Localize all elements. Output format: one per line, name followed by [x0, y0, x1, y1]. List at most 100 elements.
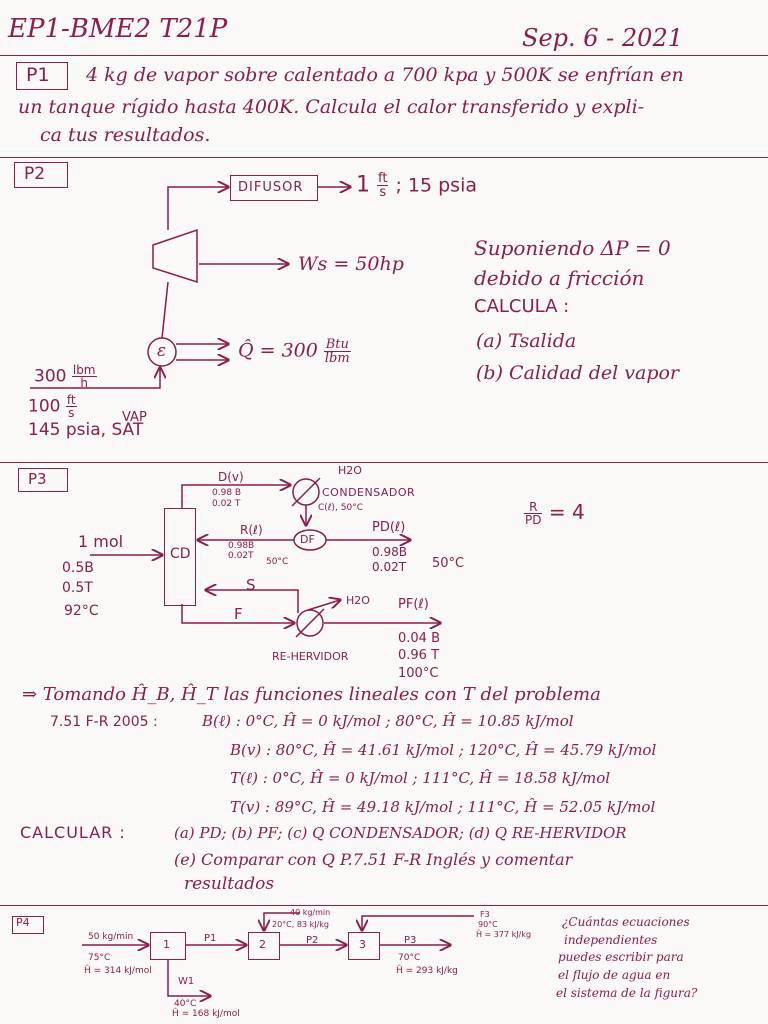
- difusor-label: DIFUSOR: [238, 180, 304, 195]
- turbine-icon: [152, 228, 198, 284]
- assumption-line2: debido a fricción: [474, 266, 645, 290]
- feed2-conditions: 20°C, 83 kJ/kg: [272, 920, 329, 929]
- course-code: EP1-BME2 T21P: [8, 14, 228, 44]
- bottoms-t: 0.96 T: [398, 648, 440, 663]
- item-e-line2: resultados: [184, 874, 275, 894]
- product-distillate-label: PD(ℓ): [372, 520, 406, 535]
- tomando-line: ⇒ Tomando Ĥ_B, Ĥ_T las funciones lineale…: [22, 684, 601, 705]
- calcular-heading: CALCULAR :: [20, 823, 126, 842]
- p4-inlet-temp: 75°C: [88, 953, 111, 963]
- assumption-line1: Suponiendo ΔP = 0: [474, 236, 671, 260]
- p1-label: P1: [26, 64, 50, 86]
- w1-enthalpy: Ĥ = 168 kJ/mol: [172, 1009, 240, 1019]
- heater-icon: [147, 337, 177, 367]
- question-a: (a) Tsalida: [476, 330, 577, 352]
- date: Sep. 6 - 2021: [522, 24, 683, 52]
- toluene-liquid-data: T(ℓ) : 0°C, Ĥ = 0 kJ/mol ; 111°C, Ĥ = 18…: [230, 769, 611, 787]
- p4-question-line3: puedes escribir para: [558, 950, 684, 964]
- unit-1: [150, 932, 186, 960]
- p4-inlet-enthalpy: Ĥ = 314 kJ/mol: [84, 966, 152, 976]
- divider: [0, 905, 768, 906]
- inlet-vap: VAP: [122, 410, 147, 425]
- reboiler-label: RE-HERVIDOR: [272, 650, 349, 663]
- p4-label: P4: [16, 916, 30, 929]
- calcular-items: (a) PD; (b) PF; (c) Q CONDENSADOR; (d) Q…: [174, 824, 627, 842]
- benzene-vapor-data: B(v) : 80°C, Ĥ = 41.61 kJ/mol ; 120°C, Ĥ…: [230, 741, 657, 759]
- product-distillate-t: 0.02T: [372, 560, 407, 574]
- p4-inlet-flow: 50 kg/min: [88, 932, 134, 942]
- reflux-t: 0.02T: [228, 551, 254, 561]
- p4-label-box: [12, 916, 44, 934]
- p3-enthalpy: Ĥ = 293 kJ/kg: [396, 966, 458, 976]
- p4-question-line5: el sistema de la figura?: [556, 986, 698, 1000]
- feed-amount: 1 mol: [78, 532, 124, 551]
- bottoms-temp: 100°C: [398, 666, 439, 681]
- reflux-temp: 50°C: [266, 557, 289, 567]
- unit-3-label: 3: [359, 938, 366, 951]
- heater-symbol: ε: [157, 341, 167, 361]
- unit-2-label: 2: [259, 938, 266, 951]
- distillate-label: D(v): [218, 470, 244, 484]
- p3-temp: 70°C: [398, 953, 421, 963]
- p2-label-box: [14, 162, 68, 188]
- feed-temperature: 92°C: [64, 603, 99, 619]
- p3-label: P3: [28, 470, 47, 488]
- p1-text-line3: ca tus resultados.: [40, 124, 211, 146]
- stream-p3: P3: [404, 935, 417, 946]
- splitter-icon: [293, 529, 327, 551]
- divider: [0, 157, 768, 158]
- item-e-line1: (e) Comparar con Q P.7.51 F-R Inglés y c…: [174, 850, 573, 869]
- shaft-work: Ws = 50hp: [298, 253, 404, 275]
- product-distillate-temp: 50°C: [432, 556, 465, 571]
- distillate-t: 0.02 T: [212, 499, 241, 509]
- bottoms-label: F: [234, 605, 243, 623]
- feed3-temp: 90°C: [478, 920, 498, 929]
- w1-temp: 40°C: [174, 999, 197, 1009]
- p4-question-line4: el flujo de agua en: [558, 968, 671, 982]
- stream-p1: P1: [204, 933, 217, 944]
- product-distillate-b: 0.98B: [372, 545, 407, 559]
- reflux-b: 0.98B: [228, 541, 255, 551]
- p3-label-box: [18, 468, 68, 492]
- condenser-water: H2O: [338, 464, 362, 477]
- feed-benzene: 0.5B: [62, 560, 94, 576]
- bottoms-product-label: PF(ℓ): [398, 597, 429, 612]
- column-cd: [164, 508, 196, 606]
- p2-label: P2: [24, 164, 46, 184]
- splitter-label: DF: [300, 533, 315, 546]
- toluene-vapor-data: T(v) : 89°C, Ĥ = 49.18 kJ/mol ; 111°C, Ĥ…: [230, 798, 656, 816]
- boilup-label: S: [246, 576, 256, 594]
- reboiler-water: H2O: [346, 594, 370, 607]
- reference: 7.51 F-R 2005 :: [50, 714, 158, 730]
- feed-toluene: 0.5T: [62, 580, 93, 596]
- p1-text-line1: 4 kg de vapor sobre calentado a 700 kpa …: [86, 64, 684, 86]
- unit-2: [248, 932, 280, 960]
- divider: [0, 462, 768, 463]
- feed2-flow: 40 kg/min: [290, 908, 331, 917]
- condensate-label: C(ℓ), 50°C: [318, 503, 363, 513]
- reflux-label: R(ℓ): [240, 523, 263, 537]
- question-b: (b) Calidad del vapor: [476, 362, 680, 384]
- p4-question-line1: ¿Cuántas ecuaciones: [562, 915, 690, 929]
- stream-p2: P2: [306, 935, 319, 946]
- unit-3: [348, 932, 380, 960]
- divider: [0, 55, 768, 56]
- difusor-box: [230, 175, 318, 201]
- p1-text-line2: un tanque rígido hasta 400K. Calcula el …: [18, 96, 645, 118]
- p1-label-box: [16, 62, 68, 90]
- benzene-liquid-data: B(ℓ) : 0°C, Ĥ = 0 kJ/mol ; 80°C, Ĥ = 10.…: [202, 712, 574, 730]
- inlet-pressure: 145 psia, SAT: [28, 420, 144, 440]
- feed3-enthalpy: Ĥ = 377 kJ/kg: [476, 930, 532, 939]
- unit-1-label: 1: [163, 938, 170, 951]
- condenser-label: CONDENSADOR: [322, 486, 416, 499]
- distillate-b: 0.98 B: [212, 488, 242, 498]
- calcula-heading: CALCULA :: [474, 296, 570, 317]
- bottoms-b: 0.04 B: [398, 631, 440, 646]
- column-cd-label: CD: [170, 546, 191, 562]
- stream-w1: W1: [178, 976, 195, 987]
